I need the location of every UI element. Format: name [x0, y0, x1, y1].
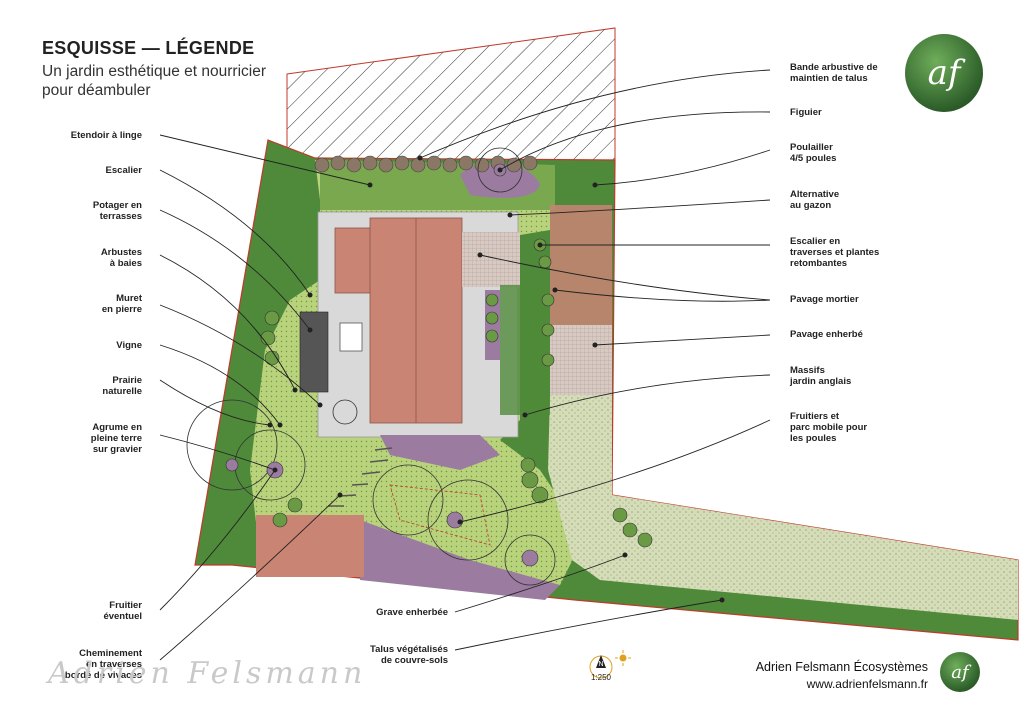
label-bande-arbustive: Bande arbustive de maintien de talus	[790, 62, 878, 84]
label-talus: Talus végétalisés de couvre-sols	[370, 644, 448, 666]
label-escalier: Escalier	[105, 165, 142, 176]
company-url[interactable]: www.adrienfelsmann.fr	[806, 677, 928, 691]
sun-icon	[615, 650, 631, 666]
label-muret: Muret en pierre	[101, 293, 142, 315]
leader-lines-bottom	[454, 554, 723, 651]
label-grave-enherbee: Grave enherbée	[376, 607, 448, 618]
label-potager: Potager en terrasses	[92, 200, 142, 222]
massif-center	[380, 435, 500, 470]
label-etendoir: Etendoir à linge	[70, 130, 142, 141]
label-poulailler: Poulailler 4/5 poules	[790, 142, 837, 164]
label-figuier: Figuier	[790, 107, 822, 118]
leader-lines-left	[159, 134, 371, 661]
label-cheminement: Cheminement en traverses bordé de vivace…	[64, 648, 142, 681]
label-arbustes: Arbustes à baies	[100, 247, 142, 269]
signature: Adrien Felsmann	[48, 656, 367, 691]
label-massifs: Massifs jardin anglais	[790, 365, 852, 387]
label-alternative-gazon: Alternative au gazon	[790, 189, 840, 211]
page-title: ESQUISSE — LÉGENDE	[42, 38, 255, 58]
logo-bottom: af	[940, 652, 980, 692]
leader-lines-right	[419, 69, 771, 523]
compass-icon: N	[589, 655, 613, 679]
chicken-run	[389, 484, 491, 546]
logo-top-mark: af	[927, 53, 961, 93]
label-pavage-enherbe: Pavage enherbé	[790, 329, 863, 340]
neighbour-building	[550, 205, 612, 325]
hedge-row	[314, 155, 538, 173]
terrace-table	[339, 322, 363, 352]
label-pavage-mortier: Pavage mortier	[790, 294, 859, 305]
pavage-enherbe	[550, 325, 612, 395]
gravel-path	[548, 395, 1018, 620]
company-name: Adrien Felsmann Écosystèmes	[755, 660, 928, 674]
company-block: Adrien Felsmann Écosystèmes www.adrienfe…	[756, 659, 928, 693]
leader-dots-right	[417, 155, 598, 525]
label-fruitiers-parc: Fruitiers et parc mobile pour les poules	[790, 411, 868, 444]
potager-terrasse	[299, 311, 329, 393]
tree-trunks	[225, 163, 539, 567]
massif-left	[485, 290, 500, 360]
neighbour-building-2	[256, 515, 364, 577]
stepping-path	[328, 447, 393, 507]
label-vigne: Vigne	[116, 340, 142, 351]
label-prairie: Prairie naturelle	[102, 375, 142, 397]
scale-label: 1:250	[590, 673, 612, 682]
label-fruitier-eventuel: Fruitier éventuel	[103, 600, 142, 622]
green-bed-1	[500, 285, 550, 415]
shrubs	[260, 238, 653, 548]
compass-north-label: N	[598, 661, 603, 668]
leader-dots-bottom	[622, 552, 725, 603]
page-subtitle: Un jardin esthétique et nourricier pour …	[42, 63, 267, 99]
logo-top: af	[905, 34, 983, 112]
pavage-mortier	[462, 232, 520, 287]
house-roof-left	[334, 227, 376, 294]
massif-bottom	[360, 520, 560, 600]
label-agrume: Agrume en pleine terre sur gravier	[90, 422, 142, 455]
logo-bottom-mark: af	[951, 661, 969, 683]
leader-dots-left	[267, 182, 373, 498]
label-escalier-traverses: Escalier en traverses et plantes retomba…	[790, 236, 880, 269]
